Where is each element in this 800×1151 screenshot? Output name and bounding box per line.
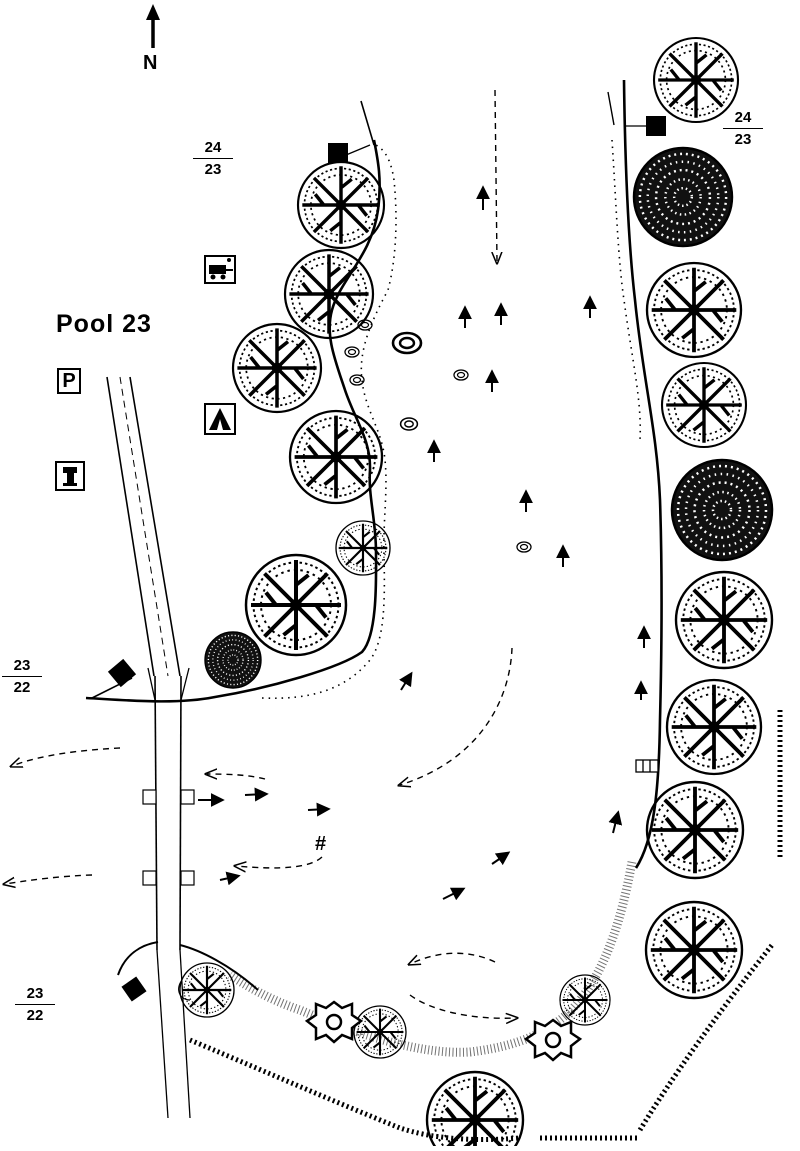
camper-icon xyxy=(204,255,236,284)
boundary-label-sw: 23 22 xyxy=(15,984,55,1025)
tree-icon xyxy=(634,38,772,998)
fishing-marker: # xyxy=(315,833,327,855)
tree-icon xyxy=(180,162,610,1146)
toilet-icon xyxy=(55,461,85,491)
boundary-label-ne: 24 23 xyxy=(723,108,763,149)
west-reed-line xyxy=(261,144,397,700)
boundary-marker xyxy=(107,116,666,1002)
east-reed-line xyxy=(611,139,642,441)
parking-icon: P xyxy=(57,368,81,394)
peg-icon xyxy=(635,759,659,773)
swim-arrows xyxy=(198,185,651,901)
north-label: N xyxy=(143,52,158,74)
pool-title: Pool 23 xyxy=(56,310,152,338)
boundary-label-w: 23 22 xyxy=(2,656,42,697)
bush-icon xyxy=(304,1000,583,1062)
south-bank-stipple xyxy=(227,861,637,1057)
west-bank-end xyxy=(360,100,375,146)
parking-symbol: P xyxy=(62,370,76,392)
road xyxy=(106,376,191,1119)
hedge-south xyxy=(189,710,783,1143)
north-arrow-icon xyxy=(146,4,160,48)
current-arrow-icon xyxy=(5,89,516,1018)
tent-icon xyxy=(204,403,236,435)
gate-markers xyxy=(142,789,195,886)
boundary-label-nw: 24 23 xyxy=(193,138,233,179)
